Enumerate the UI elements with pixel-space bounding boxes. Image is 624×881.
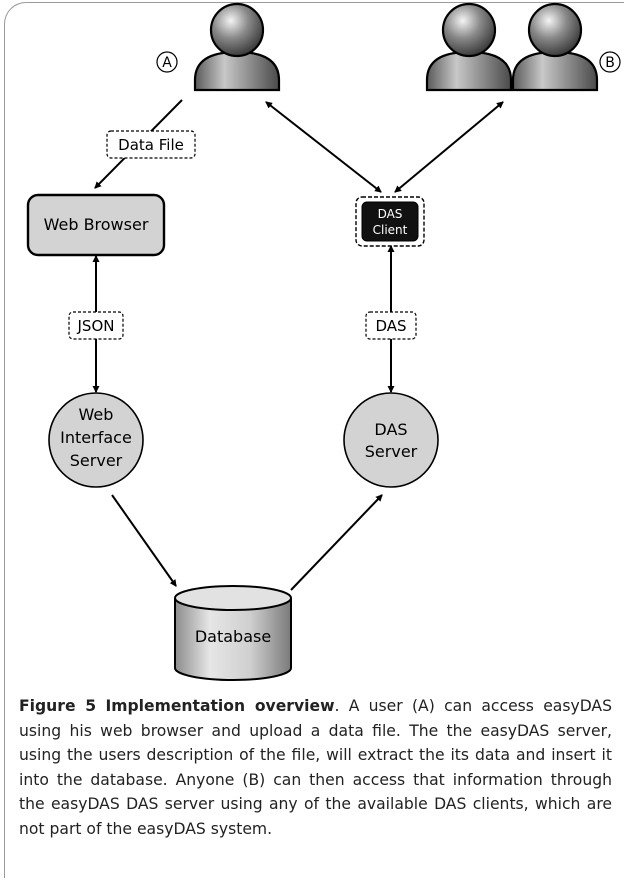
das-client-text-2: Client [373,223,408,237]
architecture-diagram: A B Data File JSON DAS Web Browser [26,2,621,681]
das-server-text-1: DAS [374,420,407,439]
web-server-text-2: Interface [60,428,132,447]
database-text: Database [195,627,271,646]
arrow-user-b-das-client [394,101,504,193]
data-file-label-text: Data File [118,136,184,154]
caption-text: . A user (A) can access easyDAS using hi… [19,697,613,838]
das-server-text-2: Server [365,442,418,461]
das-label-text: DAS [375,317,406,335]
data-file-label: Data File [106,130,196,159]
database-icon: Database [174,585,292,681]
figure-title: Implementation overview [105,697,335,715]
figure-label: Figure 5 [19,697,97,715]
user-b1-icon [425,2,513,92]
web-browser-text: Web Browser [44,215,149,234]
arrow-database-to-das-server [290,494,383,591]
figure-frame [4,2,624,878]
json-label: JSON [68,311,124,340]
arrow-web-server-to-database [111,494,177,587]
web-server-text-1: Web [79,405,114,424]
user-b-marker: B [599,51,621,73]
das-client-text-1: DAS [378,207,403,221]
figure-caption: Figure 5 Implementation overview. A user… [19,694,612,842]
web-server-text-3: Server [70,451,123,470]
json-label-text: JSON [77,317,115,335]
user-a-marker: A [156,51,178,73]
web-interface-server-node: Web Interface Server [48,392,144,488]
user-a-icon [193,2,281,92]
user-b-marker-text: B [605,55,615,71]
arrow-user-a-das-client [265,101,382,193]
das-server-node: DAS Server [343,392,439,488]
user-b2-icon [511,2,599,92]
das-client-node: DAS Client [355,196,425,247]
das-label: DAS [365,311,417,340]
web-browser-node: Web Browser [26,193,166,257]
user-a-marker-text: A [162,55,172,71]
